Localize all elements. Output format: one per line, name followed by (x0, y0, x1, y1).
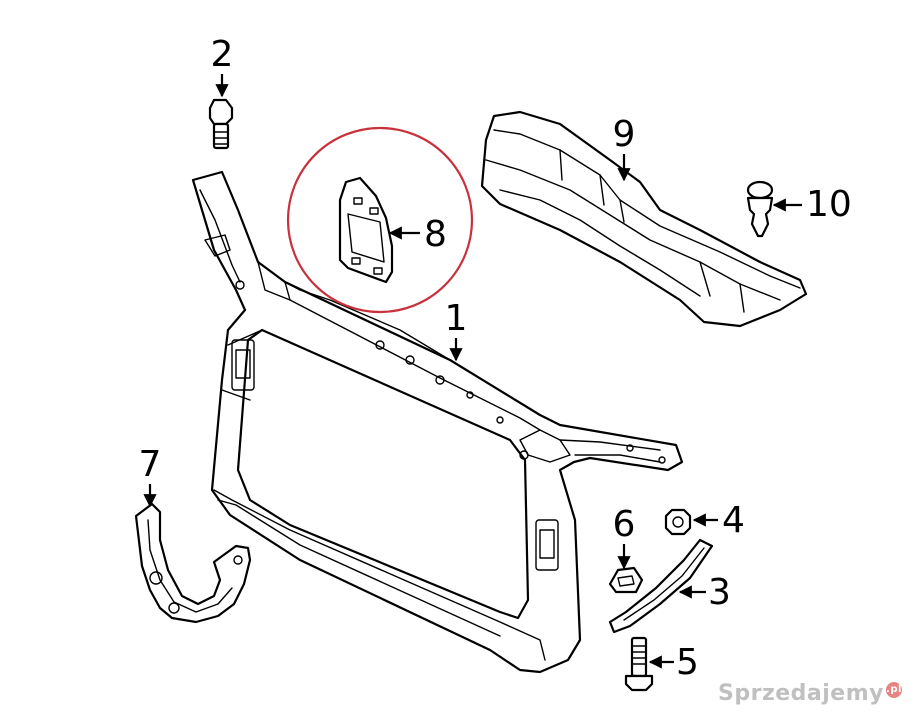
callout-5: 5 (648, 642, 699, 683)
callout-8: 8 (388, 214, 447, 255)
callout-label-2: 2 (211, 34, 234, 75)
air-deflector-part-9 (480, 110, 808, 328)
side-bracket-part-7 (134, 502, 252, 624)
nut-part-4 (664, 508, 692, 536)
callout-label-9: 9 (613, 114, 636, 155)
highlight-circle (286, 126, 474, 314)
callout-label-8: 8 (424, 214, 447, 255)
bracket-strip-part-3 (608, 538, 714, 634)
callout-3: 3 (678, 572, 731, 613)
watermark-suffix: .pl (886, 681, 902, 698)
watermark: Sprzedajemy.pl (718, 681, 902, 706)
callout-2: 2 (211, 34, 234, 98)
callout-label-7: 7 (139, 444, 162, 485)
callout-label-5: 5 (676, 642, 699, 683)
push-clip-part-10 (746, 180, 774, 238)
callout-1: 1 (445, 298, 468, 362)
callout-4: 4 (692, 500, 745, 541)
callout-6: 6 (613, 504, 636, 570)
bolt-part-5 (624, 636, 654, 692)
pad-part-8 (338, 176, 394, 284)
callout-label-6: 6 (613, 504, 636, 545)
watermark-text: Sprzedajemy (718, 681, 884, 706)
bolt-part-2 (208, 98, 234, 150)
callout-label-10: 10 (806, 184, 852, 225)
callout-10: 10 (772, 184, 852, 225)
clip-nut-part-6 (608, 566, 644, 594)
callout-label-4: 4 (722, 500, 745, 541)
radiator-support-frame (191, 170, 684, 674)
callout-7: 7 (139, 444, 162, 508)
callout-label-1: 1 (445, 298, 468, 339)
callout-label-3: 3 (708, 572, 731, 613)
callout-9: 9 (613, 114, 636, 182)
